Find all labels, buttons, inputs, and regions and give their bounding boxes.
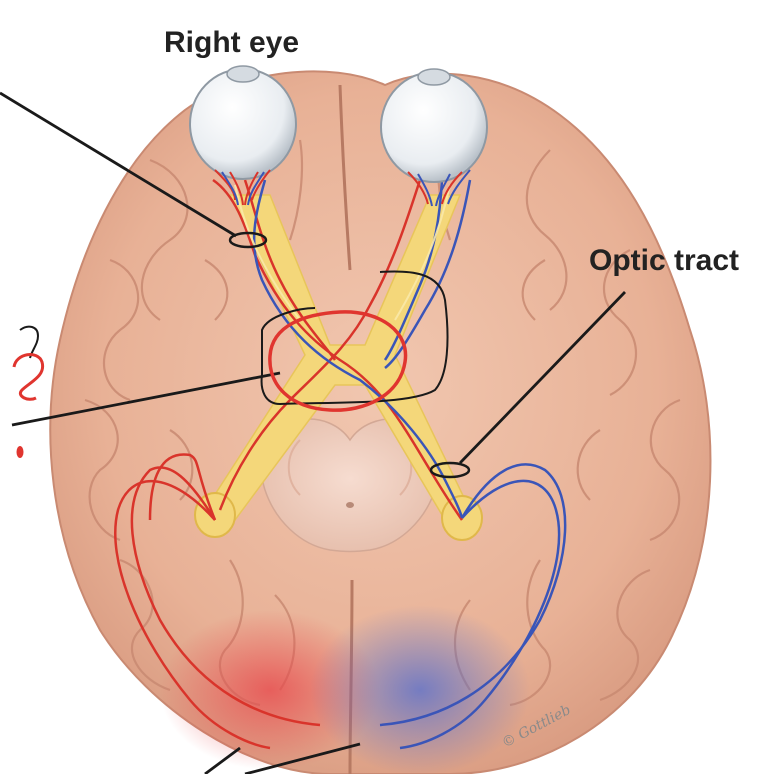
optic-tract-label: Optic tract xyxy=(589,244,740,277)
cerebral-peduncle-left xyxy=(287,439,301,496)
hand-drawn-red-dot xyxy=(16,446,24,458)
hand-drawn-black-box xyxy=(260,270,449,406)
right-visual-cortex-glow xyxy=(310,605,530,775)
hand-drawn-red-question-mark xyxy=(12,353,45,401)
right-eye-label: Right eye xyxy=(164,26,300,59)
left-eye-ball xyxy=(380,68,488,207)
midbrain-aqueduct xyxy=(346,502,354,508)
leader-lines xyxy=(0,91,627,776)
hand-drawn-black-question-mark xyxy=(19,325,40,359)
hand-drawn-red-circle xyxy=(268,310,408,412)
brainstem xyxy=(261,418,439,553)
right-field-blue-fibers xyxy=(252,179,567,750)
optic-tract-ring-marker xyxy=(429,461,471,479)
right-eye-ball xyxy=(189,65,297,206)
optic-nerve-stripes xyxy=(234,184,451,321)
optic-nerve-ring-marker xyxy=(228,231,268,249)
